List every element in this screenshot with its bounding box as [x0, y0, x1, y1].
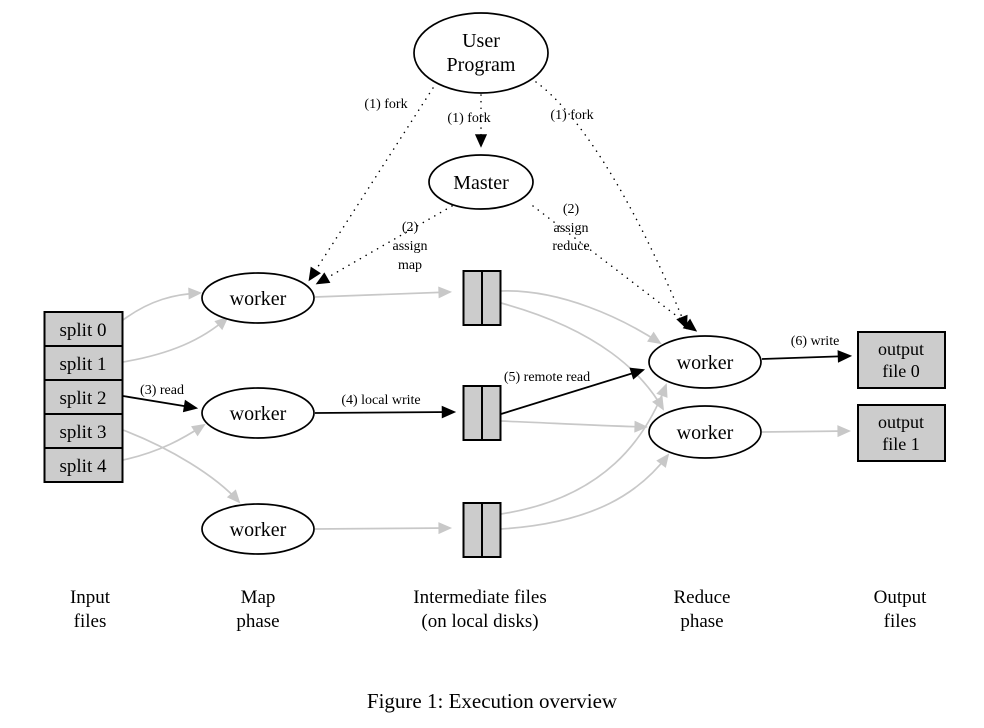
- output-file0-label-line2: file 0: [882, 361, 920, 381]
- gray-dataflow-edges: [122, 286, 852, 535]
- dotted-control-edges: [308, 81, 698, 332]
- edge-intfile3-reduce1: [500, 383, 668, 515]
- phase-output-line1: Output: [874, 587, 928, 608]
- remote-read-label: (5) remote read: [504, 370, 590, 385]
- map-worker-label-3: worker: [230, 519, 287, 541]
- phase-input-line2: files: [74, 611, 107, 632]
- edge-read-arrow: [122, 395, 199, 413]
- user-program-label-line2: Program: [447, 54, 516, 76]
- user-program-label-line1: User: [462, 30, 500, 52]
- intermediate-files: [462, 270, 502, 558]
- local-write-label: (4) local write: [341, 393, 420, 408]
- fork-left-label: (1) fork: [364, 97, 407, 112]
- edge-intfile2-reduce2: [500, 420, 649, 433]
- phase-reduce-line1: Reduce: [674, 587, 731, 608]
- intermediate-file-icon-1: [462, 270, 502, 326]
- assign-reduce-label-line2: assign: [554, 221, 589, 236]
- phase-intermediate-line2: (on local disks): [421, 611, 538, 632]
- phase-intermediate-line1: Intermediate files: [413, 587, 546, 608]
- edge-remote-read-arrow: [500, 367, 646, 415]
- output-file1-label-line1: output: [878, 412, 924, 432]
- read-label: (3) read: [140, 383, 184, 398]
- reduce-worker-node-2: [648, 405, 762, 459]
- output-files: output file 0 output file 1: [857, 331, 946, 462]
- reduce-worker-node-1: [648, 335, 762, 389]
- output-file-box-0: [857, 331, 946, 389]
- edge-worker1-intfile1: [314, 286, 453, 299]
- map-worker-node-1: [201, 272, 315, 324]
- figure-caption: Figure 1: Execution overview: [367, 689, 618, 713]
- edge-intfile1-reduce2: [500, 302, 665, 411]
- split-box-2: [43, 379, 124, 415]
- map-worker-label-1: worker: [230, 288, 287, 310]
- edge-split1-worker1: [122, 316, 229, 363]
- output-file1-label-line2: file 1: [882, 434, 920, 454]
- map-worker-node-3: [201, 503, 315, 555]
- edge-split3-worker3: [122, 429, 241, 504]
- assign-map-label-line1: (2): [402, 220, 419, 235]
- intermediate-file-icon-3: [462, 502, 502, 558]
- edge-local-write-arrow: [314, 405, 457, 419]
- assign-reduce-label-line3: reduce: [552, 239, 589, 254]
- edge-reduce2-output1: [761, 425, 852, 438]
- process-nodes: User Program Master worker worker worker…: [201, 12, 762, 555]
- split-label-0: split 0: [60, 320, 107, 341]
- edge-worker3-intfile3: [314, 522, 453, 535]
- assign-map-label-line3: map: [398, 258, 422, 273]
- edge-assign-map-arrow: [315, 205, 453, 285]
- phase-map-line2: phase: [236, 611, 279, 632]
- edge-write-arrow: [761, 350, 853, 363]
- reduce-worker-label-1: worker: [677, 352, 734, 374]
- split-label-3: split 3: [60, 422, 107, 443]
- edge-intfile3-reduce2: [500, 453, 670, 530]
- black-step-edges: [122, 350, 853, 419]
- split-label-2: split 2: [60, 388, 107, 409]
- reduce-worker-label-2: worker: [677, 422, 734, 444]
- phase-input-line1: Input: [70, 587, 111, 608]
- split-box-0: [43, 311, 124, 347]
- edge-labels: (1) fork (1) fork (1) fork (2) assign ma…: [140, 97, 839, 408]
- assign-map-label-line2: assign: [393, 239, 428, 254]
- output-file-box-1: [857, 404, 946, 462]
- edge-split0-worker1: [122, 287, 203, 321]
- split-label-4: split 4: [60, 456, 107, 477]
- split-label-1: split 1: [60, 354, 107, 375]
- phase-output-line2: files: [884, 611, 917, 632]
- map-worker-node-2: [201, 387, 315, 439]
- fork-right-label: (1) fork: [550, 108, 593, 123]
- edge-split4-worker2: [122, 423, 206, 461]
- write-label: (6) write: [791, 334, 840, 349]
- assign-reduce-label-line1: (2): [563, 202, 580, 217]
- map-worker-label-2: worker: [230, 403, 287, 425]
- output-file0-label-line1: output: [878, 339, 924, 359]
- phase-labels: Input files Map phase Intermediate files…: [70, 587, 927, 632]
- intermediate-file-icon-2: [462, 385, 502, 441]
- master-label: Master: [453, 172, 509, 194]
- edge-intfile1-reduce1: [500, 290, 662, 345]
- user-program-node: [413, 12, 549, 94]
- phase-map-line1: Map: [241, 587, 276, 608]
- phase-reduce-line2: phase: [680, 611, 723, 632]
- input-splits-stack: split 0 split 1 split 2 split 3 split 4: [43, 311, 124, 483]
- split-box-4: [43, 447, 124, 483]
- fork-center-label: (1) fork: [447, 111, 490, 126]
- master-node: [428, 154, 534, 210]
